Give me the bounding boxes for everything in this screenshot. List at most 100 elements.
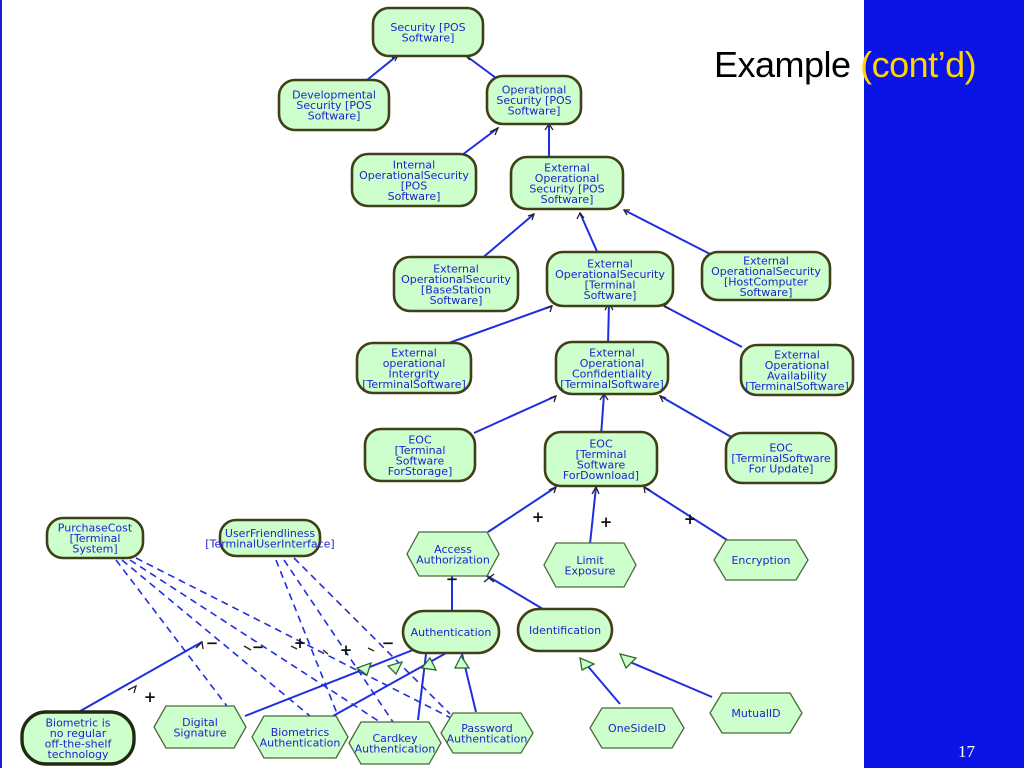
node-label: External: [774, 348, 820, 361]
plus-mark: +: [684, 510, 697, 528]
node-label: Operational: [502, 84, 567, 97]
node-label: Software]: [541, 193, 594, 206]
node-ext-base: ExternalOperationalSecurity[BaseStationS…: [392, 255, 520, 313]
correlation-cost-biometrics: [121, 559, 311, 717]
left-border: [0, 0, 2, 768]
node-label: Biometric is: [45, 716, 110, 729]
node-label: Cardkey: [373, 732, 418, 745]
node-label: [TerminalSoftware]: [362, 378, 466, 391]
node-availability: ExternalOperationalAvailability[Terminal…: [739, 343, 855, 397]
node-label: Biometrics: [271, 726, 330, 739]
node-label: EOC: [589, 437, 613, 450]
link-download-confidentiality: [600, 393, 605, 437]
link-availability-terminal: [663, 305, 743, 348]
correlation-cost-cardkey: [129, 559, 381, 723]
node-label: Operational: [580, 357, 645, 370]
node-label: [TerminalSoftware]: [560, 378, 664, 391]
link-update-confidentiality: [659, 395, 734, 439]
node-shape: [401, 609, 501, 655]
minus-mark: −: [382, 634, 395, 652]
page-number: 17: [958, 742, 975, 761]
node-shape: [371, 6, 485, 58]
node-label: OneSideID: [608, 722, 666, 735]
node-shape: [153, 705, 247, 749]
node-label: Authentication: [447, 732, 528, 745]
node-label: MutualID: [731, 707, 780, 720]
node-shape: [709, 692, 803, 734]
plus-mark: +: [294, 634, 307, 652]
slide-title: Example (cont’d): [714, 44, 977, 86]
plus-mark: +: [144, 688, 157, 706]
node-label: External: [391, 346, 437, 359]
node-authentication: Authentication: [401, 609, 501, 655]
plus-mark: +: [340, 641, 353, 659]
node-label: PurchaseCost: [58, 522, 133, 535]
node-shape: [20, 710, 136, 766]
link-host-external: [623, 209, 713, 256]
title-accent: (cont’d): [860, 44, 977, 85]
nodes: Security [POSSoftware]DevelopmentalSecur…: [20, 6, 855, 766]
node-mutual-id: MutualID: [709, 692, 803, 734]
node-shape: [700, 250, 832, 302]
node-shape: [543, 430, 659, 488]
link-base-external: [479, 213, 535, 261]
node-shape: [348, 721, 442, 765]
node-label: [TerminalSoftware: [731, 452, 831, 465]
node-ext-host: ExternalOperationalSecurity[HostComputer…: [700, 250, 832, 302]
node-confidentiality: ExternalOperationalConfidentiality[Termi…: [554, 340, 670, 396]
plus-mark: +: [532, 508, 545, 526]
node-label: Signature: [173, 726, 226, 739]
node-label: Limit: [576, 554, 604, 567]
node-label: Authentication: [260, 736, 341, 749]
node-shape: [589, 707, 685, 749]
node-label: System]: [72, 543, 117, 556]
node-encryption: Encryption: [713, 539, 809, 581]
node-label: Access: [434, 543, 472, 556]
node-label: Encryption: [731, 554, 790, 567]
node-shape: [355, 341, 473, 395]
node-label: Software]: [308, 110, 361, 123]
node-label: [TerminalUserInterface]: [205, 537, 334, 550]
plus-mark: +: [600, 513, 613, 531]
node-shape: [516, 607, 614, 653]
node-label: External: [433, 262, 479, 275]
node-label: External: [587, 257, 633, 270]
node-label: Intergrity: [388, 367, 439, 380]
link-identification-access: [483, 573, 549, 613]
node-label: Authorization: [416, 553, 490, 566]
node-shape: [713, 539, 809, 581]
node-one-side-id: OneSideID: [589, 707, 685, 749]
node-label: UserFriendliness: [225, 527, 315, 540]
node-label: Digital: [182, 716, 218, 729]
node-label: Software]: [584, 289, 637, 302]
link-mutualid-identification: [629, 661, 713, 698]
correlation-uf-biometrics: [275, 559, 339, 717]
node-integrity: ExternaloperationalIntergrity[TerminalSo…: [355, 341, 473, 395]
node-label: [Terminal: [576, 448, 627, 461]
node-label: ForDownload]: [563, 469, 639, 482]
link-operational-security: [464, 54, 497, 79]
node-shape: [218, 518, 322, 558]
node-label: Software]: [402, 31, 455, 44]
minus-mark: −: [206, 634, 219, 652]
node-label: External: [743, 254, 789, 267]
node-shape: [739, 343, 855, 397]
node-label: Authentication: [411, 626, 492, 639]
node-shape: [485, 74, 583, 126]
node-label: Password: [461, 722, 512, 735]
node-label: Software]: [508, 105, 561, 118]
node-label: Exposure: [565, 564, 616, 577]
node-label: For Update]: [749, 463, 814, 476]
minus-mark: −: [252, 638, 265, 656]
node-label: no regular: [50, 727, 107, 740]
node-label: [BaseStation: [421, 283, 491, 296]
node-label: Security [POS: [296, 99, 371, 112]
